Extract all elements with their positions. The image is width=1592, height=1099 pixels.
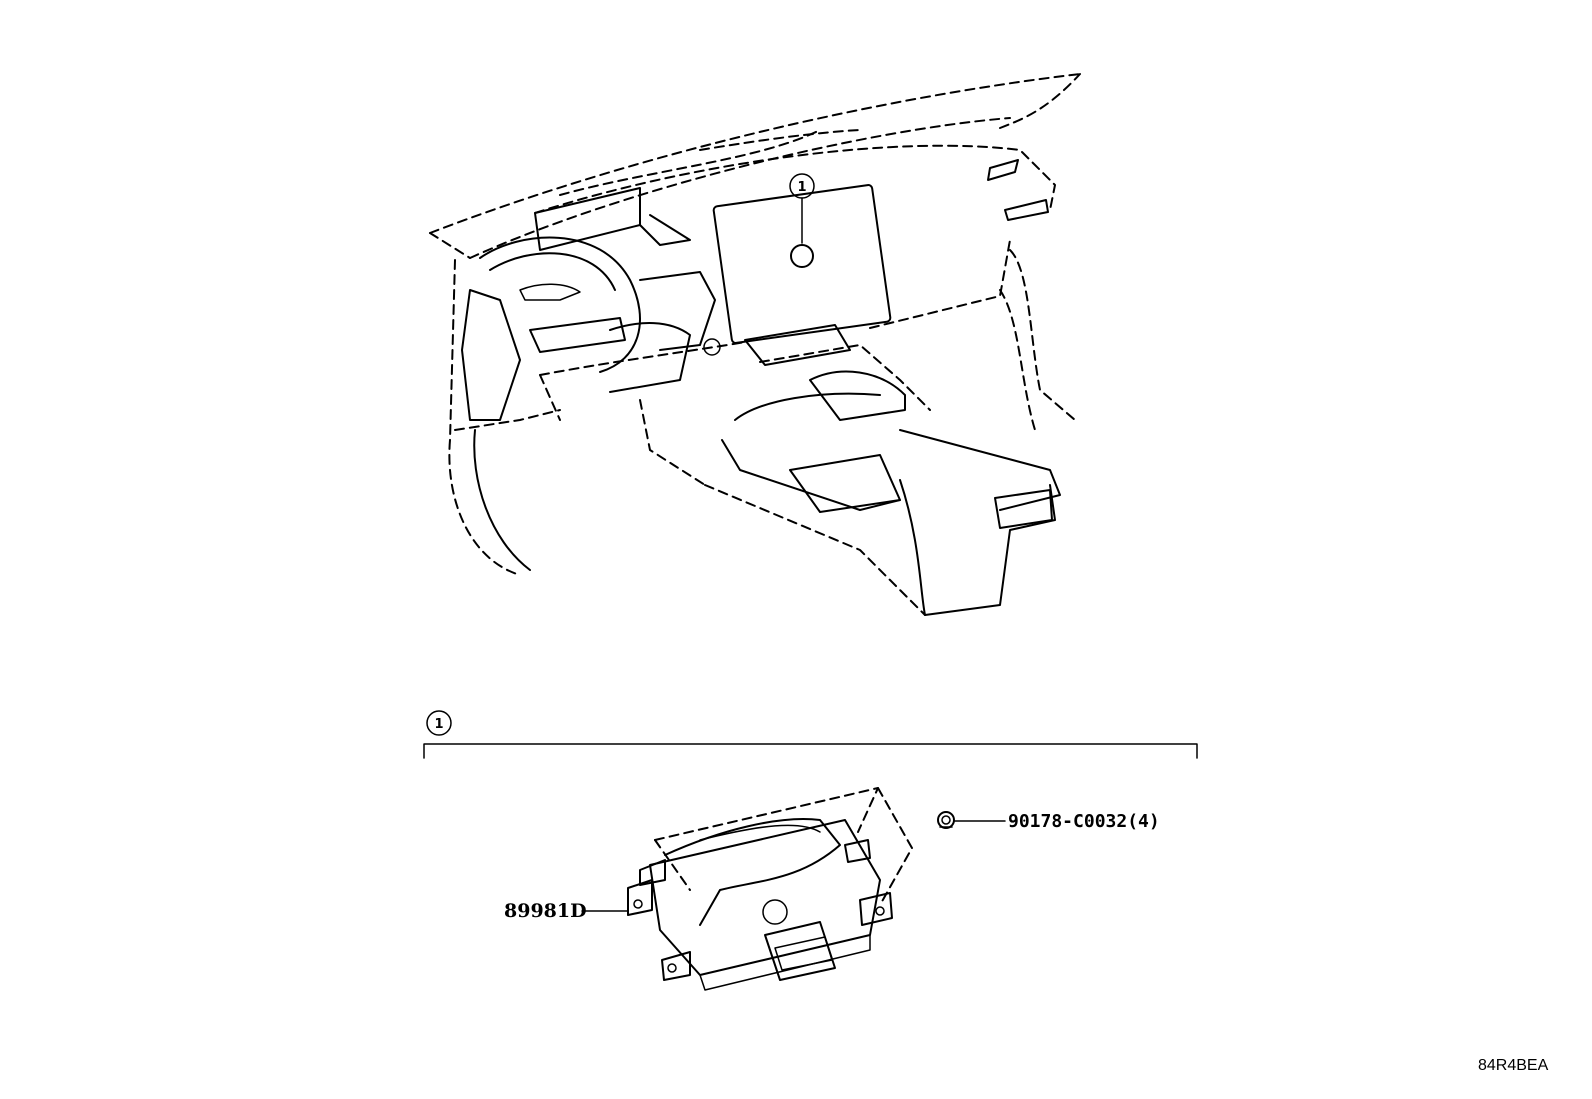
screw-icon (937, 811, 955, 829)
screw-part-number-label: 90178-C0032(4) (1008, 811, 1160, 832)
illustration-code: 84R4BEA (1478, 1057, 1549, 1074)
detail-section: 1 (423, 710, 1198, 991)
callout-number-detail: 1 (434, 717, 443, 732)
module-unit (627, 787, 913, 991)
callout-circle-icon (789, 173, 815, 199)
dashboard-overview: 1 (429, 73, 1081, 616)
module-part-number-label: 89981D (504, 900, 587, 922)
callout-circle-icon (426, 710, 452, 736)
callout-number-top: 1 (797, 180, 806, 195)
display-marker-icon (790, 244, 814, 268)
